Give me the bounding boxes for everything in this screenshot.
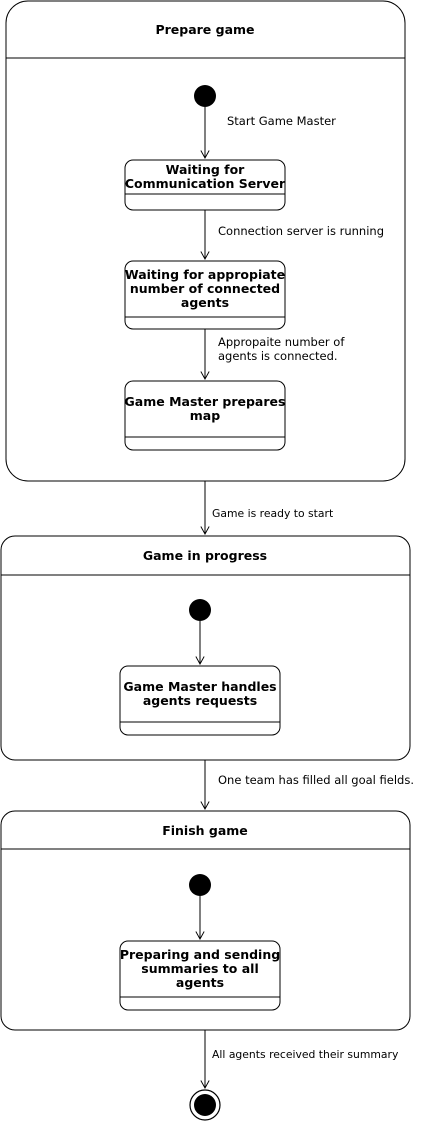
initial-node-prepare: [194, 85, 216, 107]
composite-finish-game: Finish game: [0, 810, 411, 1031]
state-label-line1: Waiting for appropiate: [125, 267, 285, 282]
final-node: [189, 1089, 221, 1121]
label-agents-connected-line2: agents is connected.: [218, 349, 338, 363]
label-server-running: Connection server is running: [218, 224, 384, 238]
state-label-line2: Communication Server: [125, 176, 286, 191]
composite-title-progress: Game in progress: [143, 548, 267, 563]
state-game-master-prepares-map: Game Master prepares map: [124, 380, 286, 451]
label-team-filled: One team has filled all goal fields.: [218, 773, 414, 787]
state-waiting-for-agents: Waiting for appropiate number of connect…: [124, 260, 286, 330]
state-label-line1: Preparing and sending: [120, 947, 280, 962]
state-label-line2: summaries to all: [141, 961, 258, 976]
initial-node-finish: [189, 874, 211, 896]
initial-node-progress: [189, 599, 211, 621]
state-label-line2: agents requests: [143, 693, 257, 708]
composite-title-prepare: Prepare game: [155, 22, 254, 37]
state-label-line3: agents: [176, 975, 224, 990]
label-ready-to-start: Game is ready to start: [212, 507, 333, 520]
label-agents-connected-line1: Appropaite number of: [218, 335, 345, 349]
state-label-line2: number of connected: [130, 281, 280, 296]
label-start-game-master: Start Game Master: [227, 114, 336, 128]
state-label-line3: agents: [181, 295, 229, 310]
state-game-master-handles-requests: Game Master handles agents requests: [119, 665, 281, 736]
state-label-line1: Waiting for: [166, 162, 246, 177]
state-label-line2: map: [190, 408, 220, 423]
composite-title-finish: Finish game: [162, 823, 248, 838]
state-waiting-for-server: Waiting for Communication Server: [124, 159, 286, 211]
state-label-line1: Game Master prepares: [125, 394, 286, 409]
state-label-line1: Game Master handles: [123, 679, 276, 694]
state-preparing-summaries: Preparing and sending summaries to all a…: [119, 940, 281, 1011]
label-all-received: All agents received their summary: [212, 1048, 399, 1061]
